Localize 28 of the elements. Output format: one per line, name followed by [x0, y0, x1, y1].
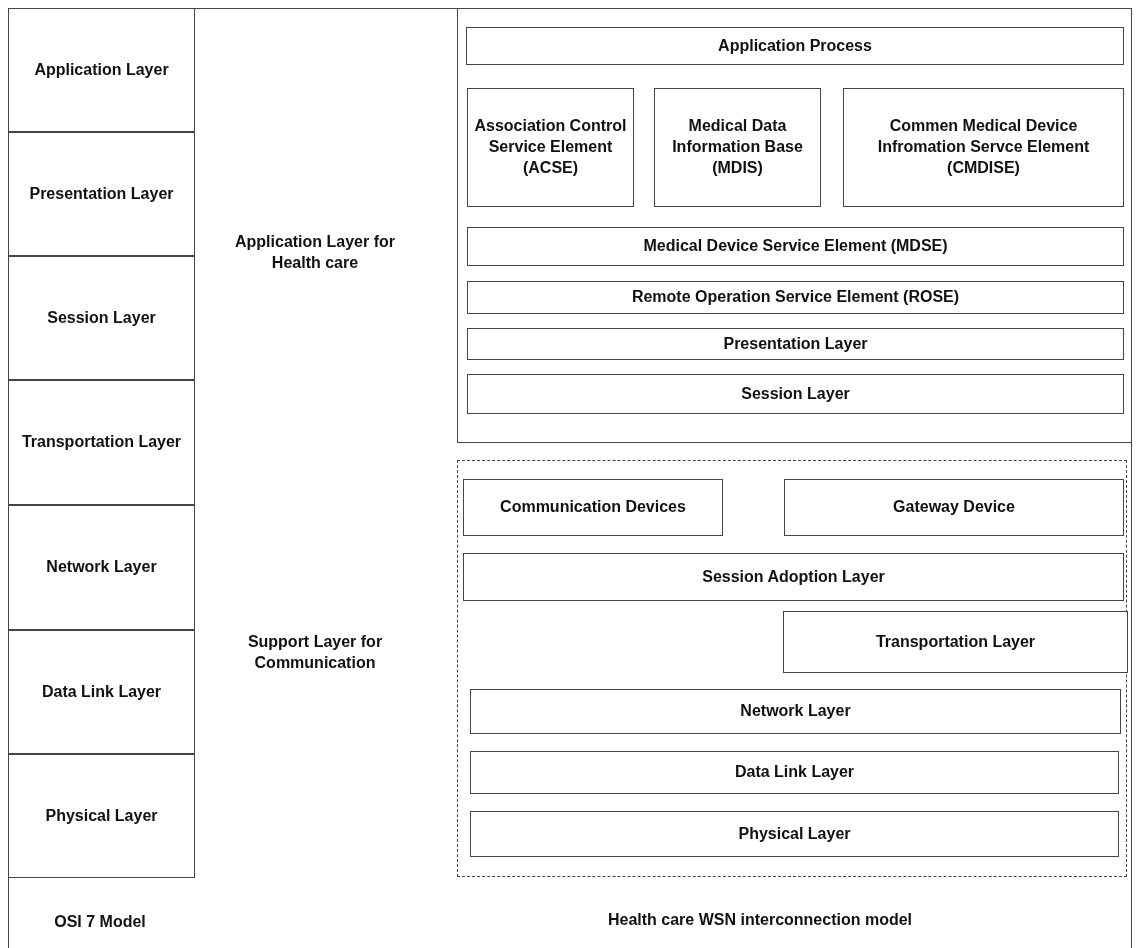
layer-group-label: Application Layer for Health care	[234, 232, 396, 273]
layer-box: Communication Devices	[463, 479, 723, 536]
layer-box: Network Layer	[470, 689, 1121, 734]
layer-box: Gateway Device	[784, 479, 1124, 536]
layer-box: Remote Operation Service Element (ROSE)	[467, 281, 1124, 314]
group-frame	[457, 8, 1132, 443]
layer-box: Application Process	[466, 27, 1124, 65]
layer-group-label: Support Layer for Communication	[246, 632, 384, 673]
layer-box: Medical Data Information Base (MDIS)	[654, 88, 821, 207]
model-caption: OSI 7 Model	[53, 912, 147, 932]
layer-box: Physical Layer	[8, 754, 195, 878]
layer-box: Session Layer	[467, 374, 1124, 414]
layer-box: Session Layer	[8, 256, 195, 380]
layer-box: Presentation Layer	[8, 132, 195, 256]
layer-box: Physical Layer	[470, 811, 1119, 857]
model-caption: Health care WSN interconnection model	[606, 910, 914, 930]
layer-box: Presentation Layer	[467, 328, 1124, 360]
dashed-group-frame	[457, 460, 1127, 877]
layer-box: Network Layer	[8, 505, 195, 630]
layer-box: Session Adoption Layer	[463, 553, 1124, 601]
layer-box: Association Control Service Element (ACSE)	[467, 88, 634, 207]
layer-box: Medical Device Service Element (MDSE)	[467, 227, 1124, 266]
layer-box: Transportation Layer	[783, 611, 1128, 673]
layer-box: Data Link Layer	[8, 630, 195, 754]
layer-box: Application Layer	[8, 8, 195, 132]
layer-box: Data Link Layer	[470, 751, 1119, 794]
layer-box: Transportation Layer	[8, 380, 195, 505]
layer-box: Commen Medical Device Infromation Servce Element (CMDISE)	[843, 88, 1124, 207]
